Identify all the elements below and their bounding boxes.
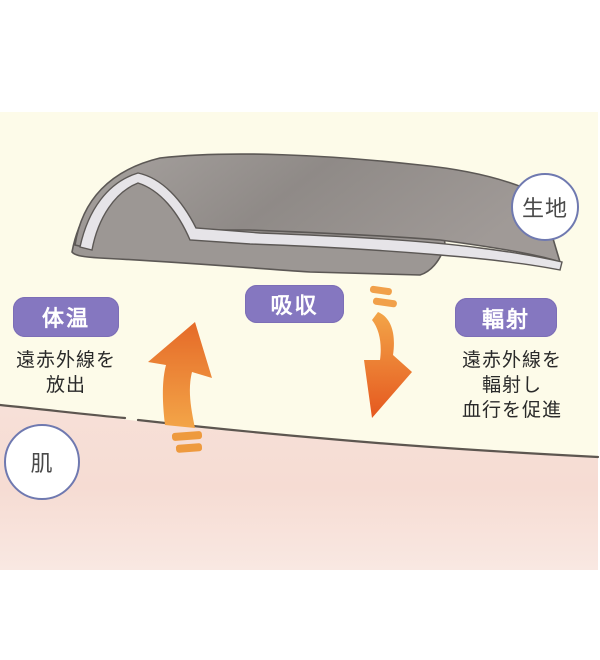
body-heat-title: 体温 <box>41 307 90 332</box>
absorption-title: 吸収 <box>270 294 319 319</box>
fabric-label: 生地 <box>521 197 568 222</box>
radiation-description: 遠赤外線を 輻射し 血行を促進 <box>452 348 572 423</box>
body-heat-description: 遠赤外線を 放出 <box>4 348 128 398</box>
radiation-badge: 輻射 <box>455 298 557 337</box>
body-heat-desc-line: 遠赤外線を <box>15 349 116 371</box>
radiation-desc-line: 輻射し <box>481 374 542 396</box>
skin-label: 肌 <box>30 452 54 477</box>
radiation-desc-line: 遠赤外線を <box>461 349 562 371</box>
absorption-badge: 吸収 <box>245 285 344 323</box>
radiation-desc-line: 血行を促進 <box>461 399 562 421</box>
skin-layer <box>0 403 600 570</box>
fabric-label-circle: 生地 <box>511 173 579 241</box>
arrow-up-icon <box>148 322 212 453</box>
body-heat-desc-line: 放出 <box>45 374 86 396</box>
fabric-illustration <box>71 153 563 276</box>
radiation-title: 輻射 <box>481 307 530 333</box>
skin-label-circle: 肌 <box>4 424 80 500</box>
body-heat-badge: 体温 <box>13 297 119 337</box>
arrow-down-icon <box>364 285 412 418</box>
